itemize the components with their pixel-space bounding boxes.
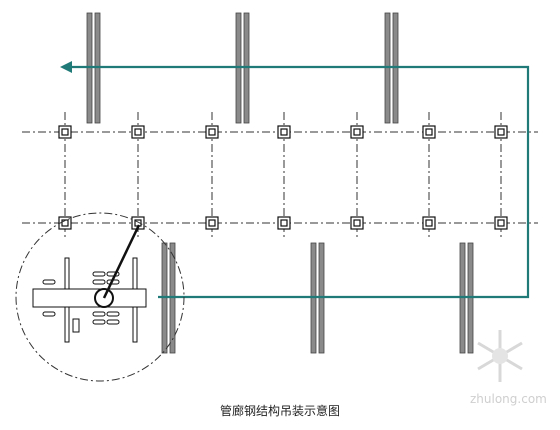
footing [58, 216, 72, 230]
slewing-ring [94, 288, 114, 308]
crane-body [32, 288, 147, 308]
footing [58, 125, 72, 139]
crane-wheels [42, 271, 120, 325]
column-footings [58, 125, 508, 230]
crane [32, 224, 147, 343]
footing [494, 125, 508, 139]
crane-boom [102, 224, 141, 299]
outrigger-pad [72, 318, 80, 333]
footing [350, 125, 364, 139]
footing [205, 216, 219, 230]
crane-working-radius [15, 212, 185, 382]
diagram-caption: 管廊钢结构吊装示意图 [219, 404, 340, 418]
footing [205, 125, 219, 139]
footing [350, 216, 364, 230]
footing [422, 216, 436, 230]
footing [277, 125, 291, 139]
route-line [70, 65, 530, 299]
footing [422, 125, 436, 139]
footing [494, 216, 508, 230]
crane-route [60, 61, 530, 299]
footing [131, 125, 145, 139]
footing [277, 216, 291, 230]
arrow-left-icon [60, 61, 72, 73]
snowflake-logo-icon [477, 330, 523, 382]
watermark-text: zhulong.com [470, 392, 547, 406]
